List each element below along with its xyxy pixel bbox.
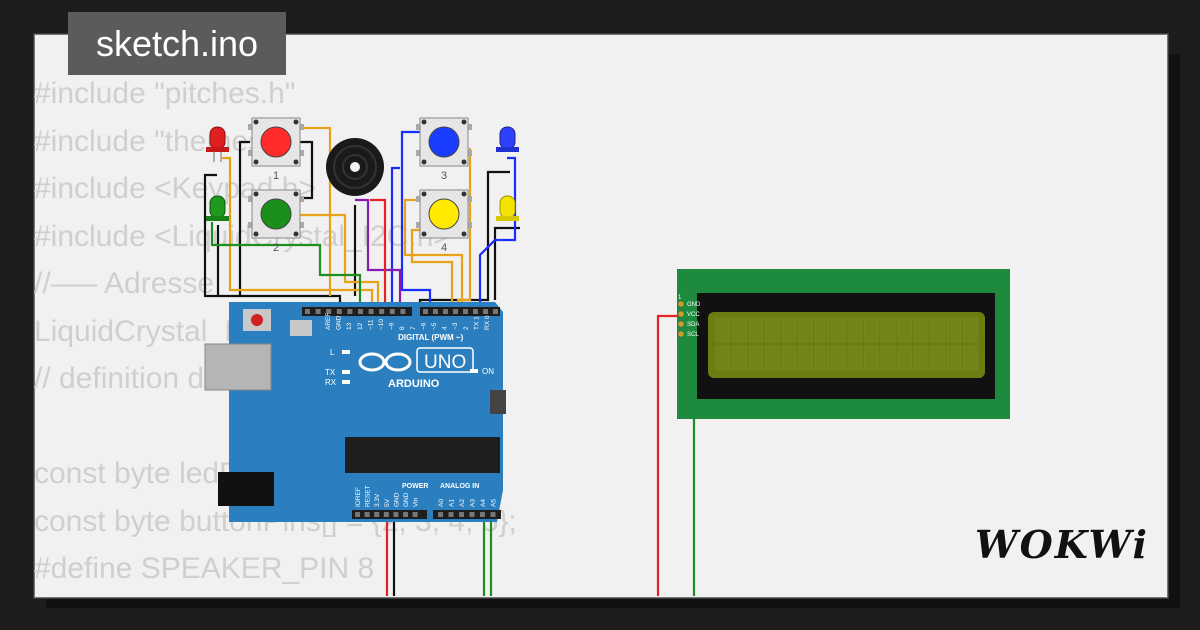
wire-blue-btn3b <box>390 166 400 312</box>
yellow-led[interactable] <box>496 195 519 221</box>
pushbutton-4[interactable]: 4 <box>416 189 472 254</box>
digital-pin-label: GND <box>336 315 343 330</box>
lcd-pin-label: SDA <box>687 322 699 328</box>
digital-pin-label: ~11 <box>367 319 374 330</box>
wire-red-buzzer <box>370 198 387 312</box>
pushbutton-label: 4 <box>441 242 447 254</box>
wire-orange-btn2 <box>300 213 380 312</box>
power-pin-label: GND <box>393 492 400 507</box>
pushbutton-3[interactable]: 3 <box>416 117 472 182</box>
code-line: #define SPEAKER_PIN 8 <box>34 552 375 585</box>
arduino-brand: ARDUINO <box>388 378 440 390</box>
frame-shadow-right <box>1166 54 1180 604</box>
tx-label: TX <box>325 368 336 377</box>
digital-pin-label: ~3 <box>452 322 459 330</box>
pushbutton-1[interactable]: 1 <box>248 117 304 182</box>
led-l-label: L <box>330 348 335 357</box>
frame-shadow-bottom <box>46 596 1180 608</box>
power-pin-label: GND <box>403 492 410 507</box>
power-pin-label: Vin <box>413 497 420 507</box>
arduino-model: UNO <box>424 352 466 373</box>
pushbutton-label: 2 <box>273 242 279 254</box>
red-led[interactable] <box>206 126 229 162</box>
code-line: #include <Keypad.h> <box>34 172 316 205</box>
wire-gnd-left <box>203 173 342 312</box>
analog-pin-label: A2 <box>459 499 466 507</box>
wire-orange-led1 <box>222 156 374 312</box>
digital-pin-label: TX 1 <box>473 316 480 330</box>
digital-header-label: DIGITAL (PWM ~) <box>398 333 464 342</box>
digital-pin-label: 2 <box>463 326 470 330</box>
lcd-pin-label: SCL <box>687 332 699 338</box>
wokwi-logo: WOKWi <box>975 522 1149 567</box>
digital-pin-label: ~6 <box>420 322 427 330</box>
pushbutton-label: 3 <box>441 170 447 182</box>
digital-pin-label: ~10 <box>378 319 385 330</box>
power-header-label: POWER <box>402 483 428 490</box>
wire-green-led <box>210 222 362 312</box>
digital-pin-label: 12 <box>357 322 364 330</box>
lcd-pin-label: GND <box>687 302 701 308</box>
power-pin-label: 5V <box>384 498 391 507</box>
power-pin-label: RESET <box>365 485 372 507</box>
digital-pin-label: RX 0 <box>484 315 491 330</box>
arduino-uno-board[interactable]: DIGITAL (PWM ~) ARDUINO UNO L TX RX ON P… <box>204 302 506 522</box>
wire-btn-link <box>300 140 314 200</box>
blue-led[interactable] <box>496 126 519 152</box>
digital-pin-label: 7 <box>410 326 417 330</box>
digital-pin-label: ~9 <box>389 322 396 330</box>
on-label: ON <box>482 367 494 376</box>
analog-pin-label: A0 <box>438 499 445 507</box>
buzzer[interactable] <box>326 138 384 196</box>
lcd-pin-label: VCC <box>687 312 700 318</box>
wire-orange-btn4 <box>403 198 464 312</box>
code-line: #include "pitches.h" <box>34 77 296 110</box>
analog-pin-label: A5 <box>491 499 498 507</box>
wire-lcd-vcc <box>656 314 680 596</box>
analog-pin-label: A3 <box>470 499 477 507</box>
analog-pin-label: A4 <box>480 499 487 507</box>
digital-pin-label: ~5 <box>431 322 438 330</box>
digital-pin-label: 8 <box>399 326 406 330</box>
wire-orange-btn4b <box>410 228 454 312</box>
pushbutton-label: 1 <box>273 170 279 182</box>
digital-pin-label: AREF <box>325 313 332 330</box>
wire-blue-led <box>478 156 517 312</box>
green-led[interactable] <box>206 195 229 221</box>
analog-header-label: ANALOG IN <box>440 483 479 490</box>
wire-purple-buzzer <box>355 198 402 312</box>
filename-tab[interactable]: sketch.ino <box>68 12 286 75</box>
wire-orange-btn1 <box>300 126 332 296</box>
lcd-i2c-display[interactable]: 1 GND VCC SDA SCL <box>677 269 1010 419</box>
power-pin-label: 3.3V <box>374 493 381 507</box>
power-pin-label: IOREF <box>355 487 362 507</box>
wire-gnd-yellow <box>493 226 520 300</box>
digital-pin-label: 4 <box>442 326 449 330</box>
rx-label: RX <box>325 378 337 387</box>
lcd-pin-one: 1 <box>678 295 682 301</box>
wire-blue-btn3 <box>400 130 432 312</box>
wire-gnd-btn1 <box>238 140 250 296</box>
digital-pin-label: 13 <box>346 322 353 330</box>
code-line: //—– Adresse <box>34 267 215 300</box>
analog-pin-label: A1 <box>449 499 456 507</box>
pushbutton-2[interactable]: 2 <box>248 189 304 254</box>
arduino-infinity-icon <box>358 352 412 372</box>
